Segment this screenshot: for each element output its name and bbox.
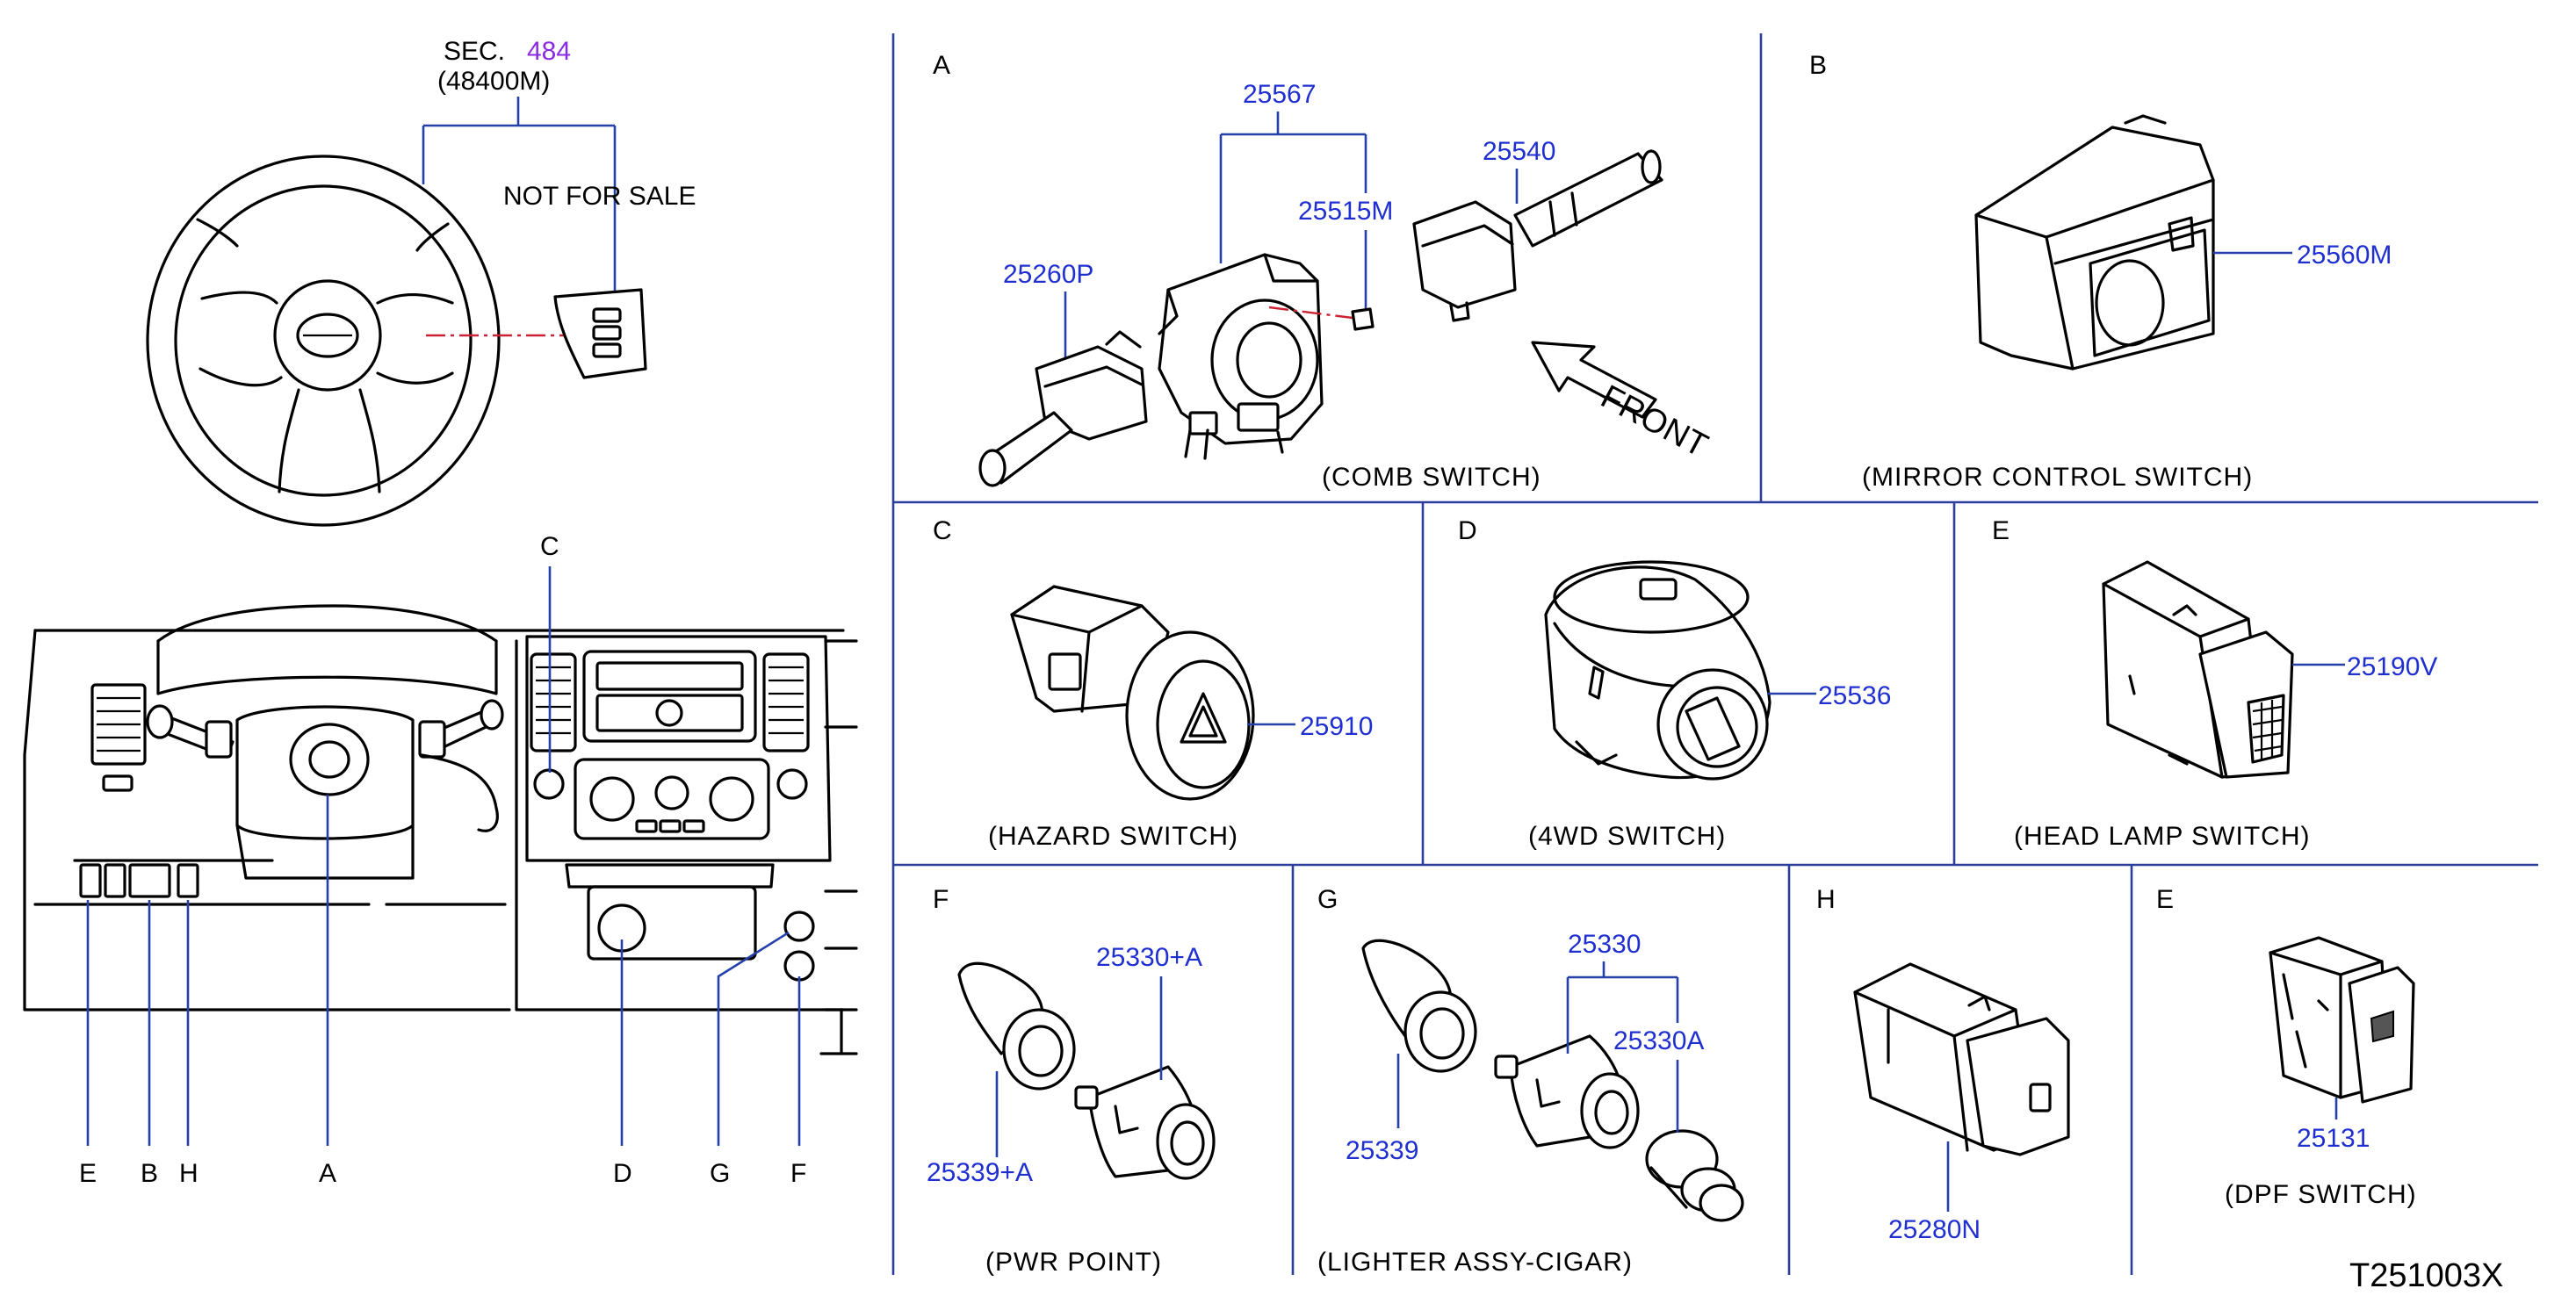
panel-g-lighter: G 25330 25330A 25339 (LIGHTER ASSY-CIGAR… [1317,885,1744,1277]
panel-d-caption: (4WD SWITCH) [1528,822,1726,851]
panel-g-letter: G [1317,885,1338,914]
not-for-sale-label: NOT FOR SALE [503,182,696,211]
panel-b-letter: B [1809,51,1827,80]
panel-c-letter: C [933,516,952,545]
panel-c-hazard: C 25910 (HAZARD SWITCH) [933,516,1373,851]
callout-e: E [79,1159,97,1188]
panel-h-letter: H [1816,885,1836,914]
part-25536: 25536 [1818,681,1891,710]
part-25339-plus-a: 25339+A [927,1158,1033,1187]
part-25330a: 25330A [1613,1026,1704,1055]
sec-subcode: (48400M) [437,67,550,96]
panel-e-head-lamp: E 25190V (HEAD LAMP SWITCH) [1992,516,2437,851]
panel-d-4wd: D 25536 (4WD SWITCH) [1458,516,1891,851]
part-25560m: 25560M [2297,241,2392,270]
panel-f-letter: F [933,885,949,914]
part-25339: 25339 [1346,1136,1418,1165]
panel-b-caption: (MIRROR CONTROL SWITCH) [1862,463,2253,492]
callout-d: D [613,1159,632,1188]
panel-e2-caption: (DPF SWITCH) [2225,1180,2417,1209]
part-25540: 25540 [1483,137,1555,166]
drawing-id: T251003X [2349,1257,2503,1294]
part-25330-plus-a: 25330+A [1096,943,1202,972]
part-25515m: 25515M [1298,197,1393,226]
callout-c: C [540,532,559,561]
part-25280n: 25280N [1888,1215,1981,1244]
sec-number: 484 [527,37,571,66]
panel-a-caption: (COMB SWITCH) [1322,463,1541,492]
panel-e-letter: E [1992,516,2010,545]
panel-g-caption: (LIGHTER ASSY-CIGAR) [1317,1248,1633,1277]
callout-b: B [141,1159,158,1188]
panel-b-mirror-control: B 25560M (MIRROR CONTROL SWITCH) [1809,51,2392,492]
front-label: FRONT [1595,378,1714,465]
part-25567: 25567 [1243,80,1316,109]
panel-a-comb-switch: A 25567 25540 25515M 25260P [933,51,1714,492]
callout-a: A [319,1159,336,1188]
part-25330: 25330 [1568,930,1641,959]
part-25910: 25910 [1300,712,1373,741]
callout-h: H [179,1159,198,1188]
panel-a-letter: A [933,51,950,80]
callout-g: G [710,1159,730,1188]
panel-e-caption: (HEAD LAMP SWITCH) [2014,822,2310,851]
part-25260p: 25260P [1003,260,1093,289]
part-25131: 25131 [2297,1124,2370,1153]
dashboard-overview: C E B H A D G F [23,532,858,1188]
panel-d-letter: D [1458,516,1477,545]
panel-f-pwr-point: F 25330+A 25339+A (PWR POINT) [927,885,1216,1277]
callout-f: F [790,1159,806,1188]
panel-h-switch: H 25280N [1816,885,2070,1244]
sec-prefix: SEC. [444,37,505,66]
panel-c-caption: (HAZARD SWITCH) [988,822,1238,851]
panel-e2-letter: E [2156,885,2174,914]
steering-wheel-drawing: SEC. 484 (48400M) NOT FOR SALE [146,37,696,527]
panel-f-caption: (PWR POINT) [985,1248,1162,1277]
part-25190v: 25190V [2347,652,2437,681]
panel-e2-dpf-switch: E 25131 (DPF SWITCH) [2156,885,2417,1209]
panel-frames [891,33,2538,1275]
